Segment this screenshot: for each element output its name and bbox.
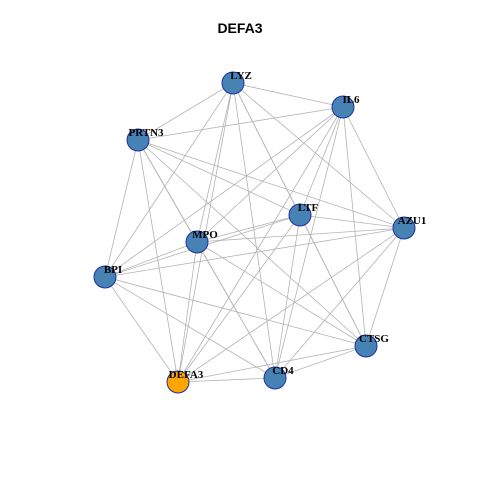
node-label: MPO [192,229,218,241]
edge-azu1-cd4 [274,227,405,379]
edge-mpo-bpi [104,241,198,278]
edge-azu1-bpi [104,227,405,278]
node-circle[interactable] [263,366,287,390]
edge-il6-defa3 [177,106,344,383]
node-lyz[interactable]: LYZ [221,70,252,95]
edge-prtn3-bpi [104,139,139,278]
edge-ltf-cd4 [274,214,301,379]
node-ltf[interactable]: LTF [288,202,319,227]
node-label: PRTN3 [128,127,164,139]
edge-bpi-defa3 [104,276,179,383]
edge-il6-cd4 [274,106,344,379]
node-label: BPI [104,264,122,276]
edge-lyz-azu1 [232,82,405,229]
edge-il6-mpo [196,106,344,243]
edge-bpi-cd4 [104,276,276,379]
edge-lyz-defa3 [177,82,234,383]
edge-lyz-bpi [104,82,234,278]
edge-azu1-ctsg [365,227,405,347]
node-label: DEFA3 [169,369,204,381]
node-label: LTF [298,202,319,214]
node-label: CTSG [359,333,389,345]
node-label: AZU1 [398,215,427,227]
node-mpo[interactable]: MPO [185,229,218,254]
node-circle[interactable] [93,265,117,289]
edge-lyz-prtn3 [137,82,234,141]
node-circle[interactable] [185,230,209,254]
edge-mpo-cd4 [196,241,276,379]
edge-ltf-mpo [196,214,301,243]
node-label: CD4 [272,365,294,377]
edge-il6-prtn3 [137,106,344,141]
edge-lyz-mpo [196,82,234,243]
node-cd4[interactable]: CD4 [263,365,294,390]
node-label: IL6 [342,94,360,106]
edge-azu1-defa3 [177,227,405,383]
edge-prtn3-ctsg [137,139,367,347]
edge-ctsg-defa3 [177,345,367,383]
edge-il6-bpi [104,106,344,278]
edge-lyz-il6 [232,82,344,108]
node-circle[interactable] [331,95,355,119]
edge-ctsg-cd4 [274,345,367,379]
node-ctsg[interactable]: CTSG [354,333,389,358]
edges-layer [104,82,405,383]
node-circle[interactable] [166,370,190,394]
edge-ltf-defa3 [177,214,301,383]
edge-mpo-defa3 [177,241,198,383]
node-defa3[interactable]: DEFA3 [166,369,204,394]
edge-ltf-azu1 [299,214,405,229]
edge-ltf-ctsg [299,214,367,347]
edge-bpi-ctsg [104,276,367,347]
node-il6[interactable]: IL6 [331,94,360,119]
graph-title: DEFA3 [217,20,263,36]
edge-lyz-cd4 [232,82,276,379]
edge-prtn3-ltf [137,139,301,216]
edge-il6-ltf [299,106,344,216]
edge-cd4-defa3 [177,377,276,383]
node-circle[interactable] [354,334,378,358]
edge-mpo-ctsg [196,241,367,347]
node-circle[interactable] [126,128,150,152]
edge-prtn3-azu1 [137,139,405,229]
edge-prtn3-defa3 [137,139,179,383]
node-prtn3[interactable]: PRTN3 [126,127,164,152]
node-circle[interactable] [288,203,312,227]
node-azu1[interactable]: AZU1 [392,215,427,240]
edge-il6-ctsg [342,106,367,347]
node-circle[interactable] [392,216,416,240]
edge-azu1-mpo [196,227,405,243]
node-bpi[interactable]: BPI [93,264,122,289]
node-circle[interactable] [221,71,245,95]
node-label: LYZ [230,70,252,82]
edge-il6-azu1 [342,106,405,229]
